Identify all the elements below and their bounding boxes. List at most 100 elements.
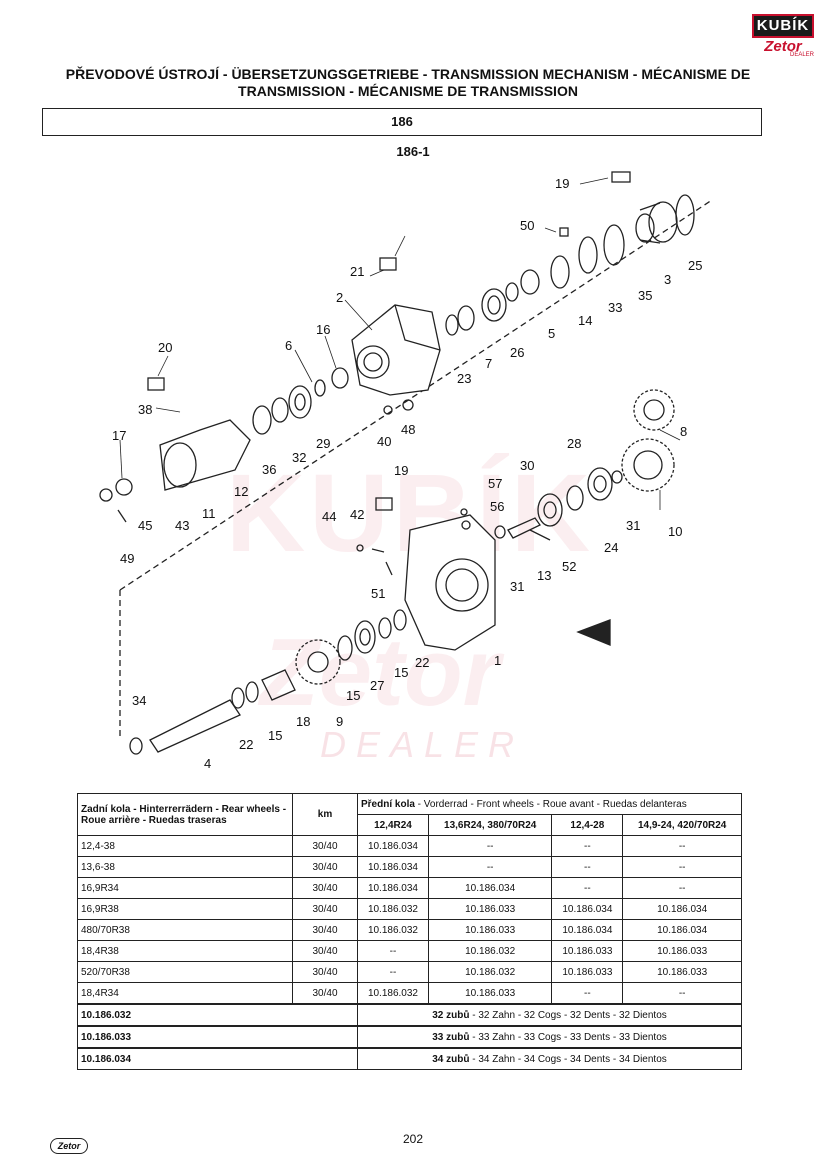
part-callout-15: 15 bbox=[268, 728, 282, 743]
rear-wheel-size: 16,9R38 bbox=[77, 898, 293, 920]
part-number-cell: 10.186.034 bbox=[622, 919, 742, 941]
part-number-cell: 10.186.032 bbox=[427, 961, 553, 983]
part-callout-3: 3 bbox=[664, 272, 671, 287]
part-number-cell: 10.186.033 bbox=[427, 982, 553, 1005]
gear-part-number: 10.186.033 bbox=[77, 1025, 358, 1049]
part-callout-1: 1 bbox=[494, 653, 501, 668]
part-callout-11: 11 bbox=[202, 506, 216, 521]
front-col-3: 14,9-24, 420/70R24 bbox=[622, 814, 742, 836]
teeth-translations: - 34 Zahn - 34 Cogs - 34 Dents - 34 Dien… bbox=[469, 1053, 667, 1065]
part-callout-38: 38 bbox=[138, 402, 152, 417]
part-callout-24: 24 bbox=[604, 540, 618, 555]
km-value: 30/40 bbox=[292, 961, 358, 983]
part-callout-2: 2 bbox=[336, 290, 343, 305]
page-title: PŘEVODOVÉ ÚSTROJÍ - ÜBERSETZUNGSGETRIEBE… bbox=[40, 66, 776, 100]
part-callout-18: 18 bbox=[296, 714, 310, 729]
part-callout-49: 49 bbox=[120, 551, 134, 566]
part-callout-51: 51 bbox=[371, 586, 385, 601]
part-callout-10: 10 bbox=[668, 524, 682, 539]
km-value: 30/40 bbox=[292, 898, 358, 920]
part-callout-19: 19 bbox=[394, 463, 408, 478]
part-callout-28: 28 bbox=[567, 436, 581, 451]
front-col-2: 12,4-28 bbox=[551, 814, 624, 836]
part-callout-23: 23 bbox=[457, 371, 471, 386]
part-callout-31: 31 bbox=[626, 518, 640, 533]
rear-wheel-size: 12,4-38 bbox=[77, 835, 293, 857]
part-number-cell: 10.186.033 bbox=[551, 961, 624, 983]
part-callout-19: 19 bbox=[555, 176, 569, 191]
part-callout-42: 42 bbox=[350, 507, 364, 522]
part-number-cell: -- bbox=[427, 835, 553, 857]
part-number-cell: -- bbox=[551, 835, 624, 857]
part-callout-20: 20 bbox=[158, 340, 172, 355]
part-callout-36: 36 bbox=[262, 462, 276, 477]
front-wheels-header: Přední kola - Vorderrad - Front wheels -… bbox=[357, 793, 742, 815]
part-callout-25: 25 bbox=[688, 258, 702, 273]
teeth-translations: - 32 Zahn - 32 Cogs - 32 Dents - 32 Dien… bbox=[469, 1009, 667, 1021]
part-callout-14: 14 bbox=[578, 313, 592, 328]
rear-wheel-size: 18,4R38 bbox=[77, 940, 293, 962]
part-number-cell: 10.186.033 bbox=[427, 919, 553, 941]
front-wheels-header-rest: - Vorderrad - Front wheels - Roue avant … bbox=[414, 798, 687, 810]
gear-teeth-description: 32 zubů - 32 Zahn - 32 Cogs - 32 Dents -… bbox=[357, 1003, 742, 1027]
subsection-number: 186-1 bbox=[396, 144, 430, 159]
part-number-cell: -- bbox=[622, 856, 742, 878]
part-callout-52: 52 bbox=[562, 559, 576, 574]
gear-teeth-description: 33 zubů - 33 Zahn - 33 Cogs - 33 Dents -… bbox=[357, 1025, 742, 1049]
part-callout-26: 26 bbox=[510, 345, 524, 360]
part-number-cell: -- bbox=[622, 982, 742, 1005]
part-number-cell: 10.186.034 bbox=[551, 919, 624, 941]
part-number-cell: -- bbox=[427, 856, 553, 878]
rear-wheel-size: 13,6-38 bbox=[77, 856, 293, 878]
part-callout-27: 27 bbox=[370, 678, 384, 693]
part-number-cell: -- bbox=[357, 940, 429, 962]
teeth-count: 34 zubů bbox=[432, 1053, 470, 1065]
part-number-cell: 10.186.034 bbox=[551, 898, 624, 920]
part-number-cell: -- bbox=[551, 856, 624, 878]
part-number-cell: -- bbox=[551, 877, 624, 899]
part-number-cell: 10.186.033 bbox=[622, 940, 742, 962]
part-number-cell: 10.186.034 bbox=[357, 835, 429, 857]
logo-brand: KUBÍK bbox=[752, 14, 814, 38]
exploded-parts-diagram: 1950212166237265143335325203817363229121… bbox=[99, 171, 713, 771]
teeth-count: 32 zubů bbox=[432, 1009, 470, 1021]
part-callout-35: 35 bbox=[638, 288, 652, 303]
part-callout-56: 56 bbox=[490, 499, 504, 514]
part-callout-40: 40 bbox=[377, 434, 391, 449]
rear-wheels-header: Zadní kola - Hinterrerrädern - Rear whee… bbox=[77, 793, 293, 836]
part-callout-21: 21 bbox=[350, 264, 364, 279]
part-callout-33: 33 bbox=[608, 300, 622, 315]
part-callout-17: 17 bbox=[112, 428, 126, 443]
part-callout-22: 22 bbox=[239, 737, 253, 752]
part-callout-7: 7 bbox=[485, 356, 492, 371]
km-value: 30/40 bbox=[292, 919, 358, 941]
front-col-0: 12,4R24 bbox=[357, 814, 429, 836]
front-wheels-header-bold: Přední kola bbox=[361, 798, 415, 810]
rear-wheel-size: 16,9R34 bbox=[77, 877, 293, 899]
title-line-1: PŘEVODOVÉ ÚSTROJÍ - ÜBERSETZUNGSGETRIEBE… bbox=[65, 66, 751, 82]
part-callout-57: 57 bbox=[488, 476, 502, 491]
part-callout-30: 30 bbox=[520, 458, 534, 473]
part-number-cell: -- bbox=[622, 835, 742, 857]
part-number-cell: 10.186.032 bbox=[427, 940, 553, 962]
part-callout-50: 50 bbox=[520, 218, 534, 233]
part-callout-9: 9 bbox=[336, 714, 343, 729]
teeth-count: 33 zubů bbox=[432, 1031, 470, 1043]
logo-sub: DEALER bbox=[789, 52, 814, 58]
rear-wheel-size: 18,4R34 bbox=[77, 982, 293, 1005]
part-callout-32: 32 bbox=[292, 450, 306, 465]
km-value: 30/40 bbox=[292, 940, 358, 962]
part-callout-45: 45 bbox=[138, 518, 152, 533]
km-value: 30/40 bbox=[292, 982, 358, 1005]
part-callout-13: 13 bbox=[537, 568, 551, 583]
part-callout-29: 29 bbox=[316, 436, 330, 451]
part-number-cell: 10.186.034 bbox=[622, 898, 742, 920]
part-callout-34: 34 bbox=[132, 693, 146, 708]
